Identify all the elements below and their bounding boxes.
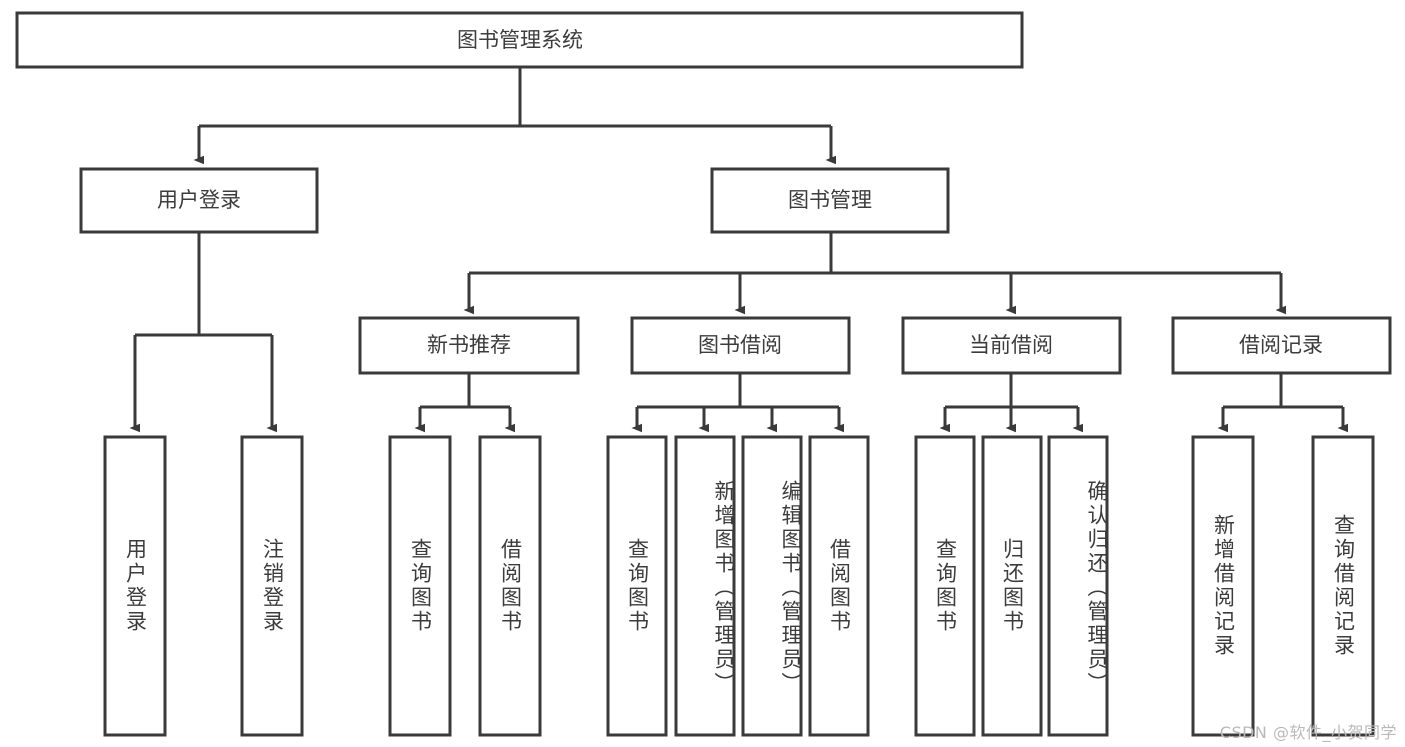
leaf-box-current-borrow-1[interactable] bbox=[914, 435, 976, 737]
node-root[interactable]: 图书管理系统 bbox=[15, 11, 1024, 69]
leaf-box-book-borrow-4[interactable] bbox=[808, 435, 870, 737]
node-current-borrow-label: 当前借阅 bbox=[969, 333, 1053, 357]
node-borrow-records-label: 借阅记录 bbox=[1239, 333, 1323, 357]
leaf-box-borrow-records-1[interactable] bbox=[1191, 435, 1255, 737]
node-book-management-box[interactable] bbox=[710, 167, 950, 234]
node-book-management[interactable]: 图书管理 bbox=[710, 167, 950, 234]
leaf-box-user-login-1[interactable] bbox=[103, 435, 167, 737]
leaf-box-book-borrow-3[interactable] bbox=[741, 435, 803, 737]
node-new-book-recommend-label: 新书推荐 bbox=[427, 333, 511, 357]
node-current-borrow[interactable]: 当前借阅 bbox=[901, 316, 1122, 375]
connector-group-root bbox=[193, 67, 836, 165]
leaf-box-book-borrow-2[interactable] bbox=[674, 435, 736, 737]
leaf-box-current-borrow-2[interactable] bbox=[981, 435, 1043, 737]
connector-group-book-borrow bbox=[631, 373, 844, 433]
connector-group-new-books bbox=[414, 373, 515, 433]
connector-group-book-mgmt bbox=[463, 232, 1286, 315]
node-current-borrow-box[interactable] bbox=[901, 316, 1122, 375]
leaf-box-user-login-2[interactable] bbox=[240, 435, 304, 737]
node-borrow-records[interactable]: 借阅记录 bbox=[1171, 316, 1392, 375]
node-new-book-recommend-box[interactable] bbox=[358, 316, 580, 375]
node-new-book-recommend[interactable]: 新书推荐 bbox=[358, 316, 580, 375]
connector-group-current-borrow bbox=[939, 373, 1083, 433]
node-root-box[interactable] bbox=[15, 11, 1024, 69]
node-root-label: 图书管理系统 bbox=[457, 28, 583, 52]
node-user-login-box[interactable] bbox=[79, 167, 319, 234]
leaf-box-current-borrow-3[interactable] bbox=[1047, 435, 1109, 737]
node-book-borrow-box[interactable] bbox=[630, 316, 851, 375]
leaf-box-book-borrow-1[interactable] bbox=[606, 435, 668, 737]
connector-group-user-login bbox=[129, 232, 277, 433]
node-user-login[interactable]: 用户登录 bbox=[79, 167, 319, 234]
leaf-box-new-books-2[interactable] bbox=[478, 435, 542, 737]
node-book-borrow-label: 图书借阅 bbox=[698, 333, 782, 357]
csdn-watermark: CSDN @软件_小贺同学 bbox=[1219, 723, 1397, 742]
leaf-box-new-books-1[interactable] bbox=[388, 435, 452, 737]
leaf-box-borrow-records-2[interactable] bbox=[1311, 435, 1375, 737]
connector-group-borrow-records bbox=[1217, 373, 1348, 433]
node-borrow-records-box[interactable] bbox=[1171, 316, 1392, 375]
node-book-management-label: 图书管理 bbox=[788, 188, 872, 212]
node-user-login-label: 用户登录 bbox=[157, 188, 241, 212]
node-book-borrow[interactable]: 图书借阅 bbox=[630, 316, 851, 375]
